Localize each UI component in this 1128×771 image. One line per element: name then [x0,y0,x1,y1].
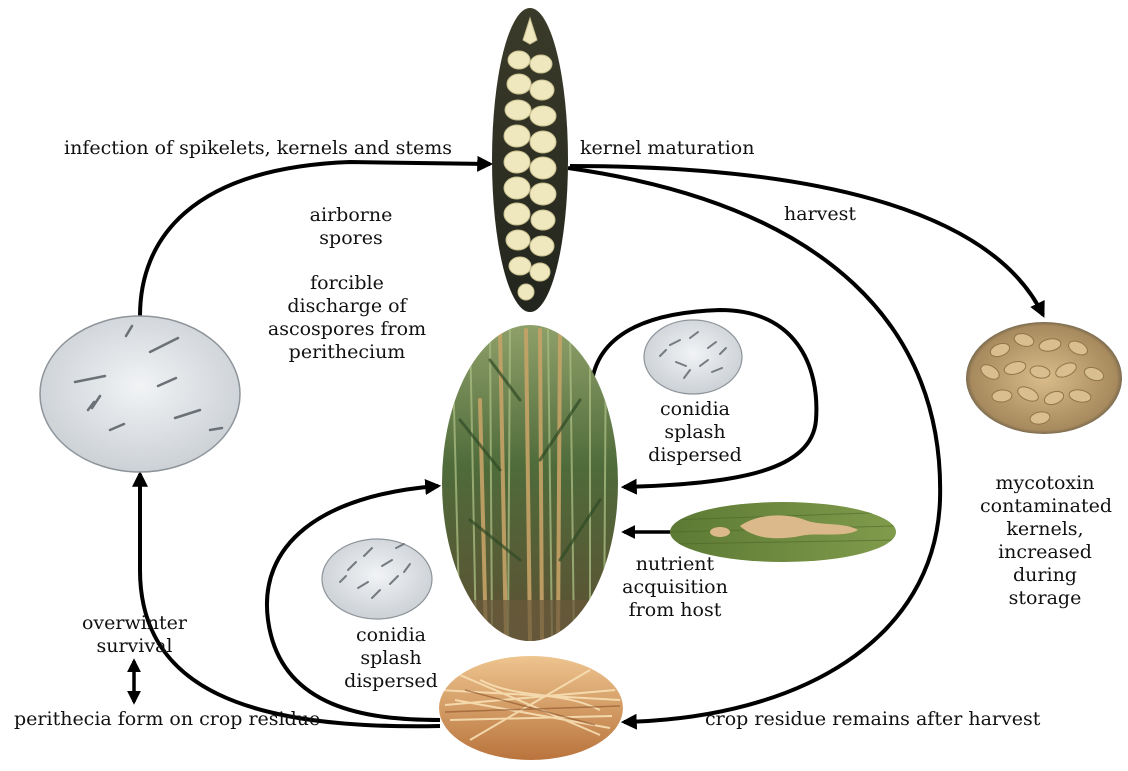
crop-residue-photo [439,656,623,760]
wheat-stand-photo [440,325,620,650]
label-nutrient-line1: nutrient [610,553,740,576]
label-conidia-lower-line2: splash [326,647,456,670]
label-myco-line1: mycotoxin [980,472,1110,495]
ascospores-micrograph [40,316,240,472]
label-perithecia-form: perithecia form on crop residue [14,708,320,731]
label-nutrient-line3: from host [610,599,740,622]
label-forcible-line1: forcible [262,272,432,295]
label-overwinter-line2: survival [62,635,207,658]
label-forcible-line3: ascospores from [262,318,432,341]
label-forcible-line2: discharge of [262,295,432,318]
label-conidia-lower: conidia splash dispersed [326,624,456,693]
label-myco-line2: contaminated [980,495,1110,518]
label-crop-residue: crop residue remains after harvest [705,708,1040,731]
label-conidia-upper-line2: splash [630,421,760,444]
label-forcible-discharge: forcible discharge of ascospores from pe… [262,272,432,364]
conidia-micrograph-lower [322,539,432,619]
label-overwinter-line1: overwinter [62,612,207,635]
label-nutrient-acquisition: nutrient acquisition from host [610,553,740,622]
wheat-spike-photo [492,8,568,312]
label-conidia-upper-line3: dispersed [630,444,760,467]
contaminated-kernels-photo [966,322,1122,434]
label-conidia-lower-line1: conidia [326,624,456,647]
label-conidia-upper-line1: conidia [630,398,760,421]
label-airborne-line2: spores [296,227,406,250]
label-harvest: harvest [784,203,856,226]
label-nutrient-line2: acquisition [610,576,740,599]
conidia-micrograph-upper [644,320,742,394]
arrow-spike-to-kernels [570,166,1043,315]
label-conidia-lower-line3: dispersed [326,670,456,693]
label-kernel-maturation: kernel maturation [580,137,754,160]
label-mycotoxin: mycotoxin contaminated kernels, increase… [980,472,1110,610]
label-myco-line4: increased [980,541,1110,564]
label-airborne-line1: airborne [296,204,406,227]
label-myco-line3: kernels, [980,518,1110,541]
label-conidia-upper: conidia splash dispersed [630,398,760,467]
label-forcible-line4: perithecium [262,341,432,364]
label-myco-line5: during [980,564,1110,587]
label-overwinter: overwinter survival [62,612,207,658]
label-myco-line6: storage [980,587,1110,610]
label-infection: infection of spikelets, kernels and stem… [64,137,452,160]
label-airborne-spores: airborne spores [296,204,406,250]
